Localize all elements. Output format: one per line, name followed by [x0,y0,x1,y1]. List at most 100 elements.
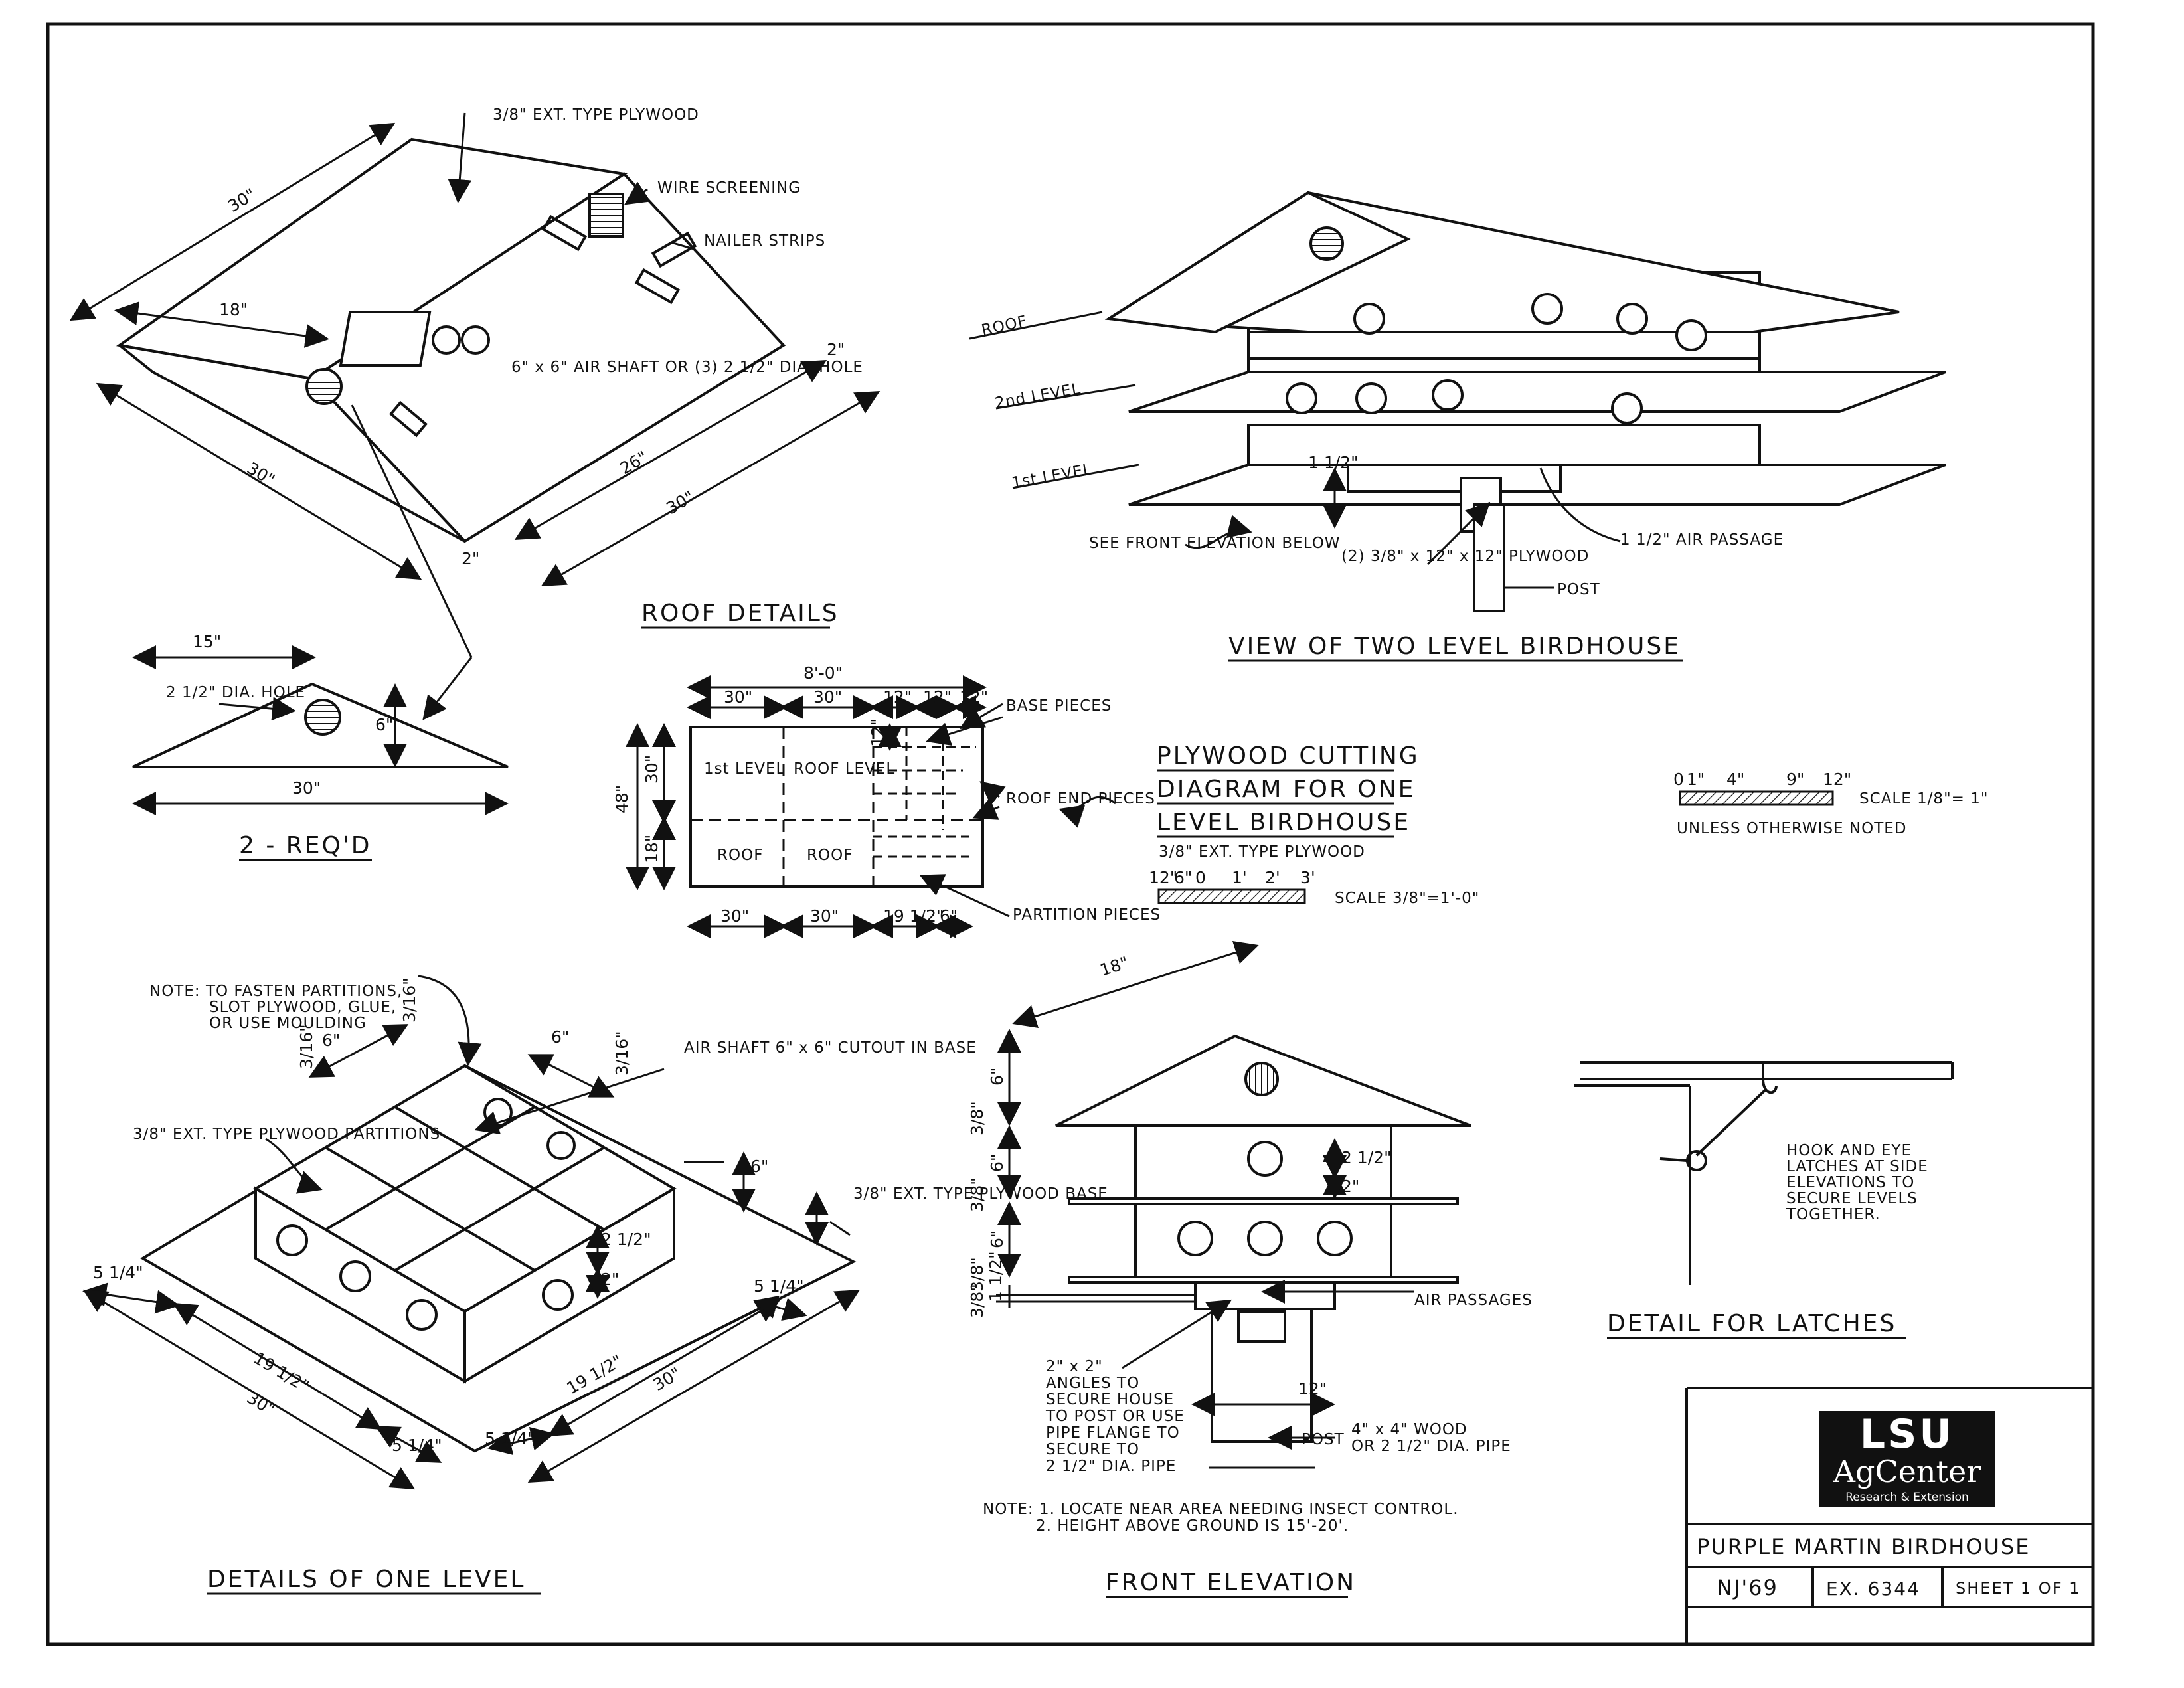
svg-text:2": 2" [1341,1177,1359,1196]
two-level-birdhouse-view [1104,191,1946,612]
angles-note-line: TO POST OR USE [1045,1408,1185,1425]
fasten-note-line: SLOT PLYWOOD, GLUE, [209,999,396,1016]
svg-text:1': 1' [1232,868,1247,887]
latch-note-line: HOOK AND EYE [1786,1142,1912,1159]
post-spec-line: OR 2 1/2" DIA. PIPE [1351,1438,1511,1455]
cutting-title-line: PLYWOOD CUTTING [1157,742,1420,770]
svg-text:SCALE 1/8"= 1": SCALE 1/8"= 1" [1859,790,1988,807]
front-note-line: 2. HEIGHT ABOVE GROUND IS 15'-20'. [1036,1517,1349,1535]
cut-cell-first-level: 1st LEVEL [704,760,785,778]
svg-text:3/8": 3/8" [967,1284,987,1318]
gable-dim-half: 15" [193,632,221,651]
cut-cell-roof-level: ROOF LEVEL [794,760,895,778]
gable-dim-height: 6" [375,715,393,734]
svg-text:3/16": 3/16" [612,1031,631,1076]
svg-text:30": 30" [244,1388,278,1419]
svg-text:2 1/2": 2 1/2" [1341,1148,1392,1167]
svg-text:AgCenter: AgCenter [1833,1454,1981,1489]
label-roof: ROOF [980,313,1029,339]
roof-details-title: ROOF DETAILS [641,600,839,627]
cutting-material: 3/8" EXT. TYPE PLYWOOD [1159,843,1365,861]
air-passage-label: 1 1/2" AIR PASSAGE [1620,531,1784,549]
front-post-label: POST [1302,1431,1345,1448]
label-first-level: 1st LEVEL [1011,461,1094,492]
cutting-title-line: LEVEL BIRDHOUSE [1157,809,1410,836]
svg-text:5 1/4": 5 1/4" [754,1276,804,1296]
svg-text:UNLESS OTHERWISE NOTED: UNLESS OTHERWISE NOTED [1677,820,1907,837]
cutting-title-line: DIAGRAM FOR ONE [1157,776,1415,803]
cut-bottom-dim: 30" [810,906,839,926]
svg-text:3/8": 3/8" [967,1101,987,1136]
partitions-label: 3/8" EXT. TYPE PLYWOOD PARTITIONS [133,1126,440,1143]
latch-note-line: TOGETHER. [1786,1206,1881,1223]
svg-text:3/8": 3/8" [967,1257,987,1292]
angles-note-line: SECURE HOUSE [1046,1391,1174,1408]
hook-and-eye-latch-icon [1659,1062,1778,1171]
cutting-scale-bar: 12" 6" 0 1' 2' 3' SCALE 3/8"=1'-0" [1149,868,1479,907]
sheet-border [46,22,2095,1646]
front-dimension-lines [996,940,1414,1469]
svg-text:5 1/4": 5 1/4" [93,1263,143,1282]
angles-note-line: PIPE FLANGE TO [1046,1424,1180,1442]
partition-pieces-label: PARTITION PIECES [1013,906,1161,924]
cut-cell-roof: ROOF [807,847,853,864]
svg-text:3/8": 3/8" [967,1177,987,1212]
latch-note-line: ELEVATIONS TO [1786,1174,1914,1191]
nailer-strips-label: NAILER STRIPS [704,232,825,250]
wire-screening-label: WIRE SCREENING [657,179,801,197]
front-elevation-title: FRONT ELEVATION [1106,1569,1356,1596]
svg-text:12": 12" [1823,770,1851,789]
svg-text:0: 0 [1195,868,1206,887]
label-second-level: 2nd LEVEL [994,380,1082,412]
cut-top-dim: 12" [960,687,988,707]
svg-text:6": 6" [322,1031,340,1050]
svg-text:6": 6" [987,1230,1007,1248]
roof-dim-overhang-b: 2" [462,549,479,568]
cut-cell-roof: ROOF [717,847,763,864]
svg-text:3/16": 3/16" [297,1024,316,1069]
svg-text:5 1/4": 5 1/4" [485,1429,535,1448]
wire-screen-vent-icon [1244,1062,1279,1096]
cut-top-dim: 12" [923,687,952,707]
cut-side-total: 48" [612,785,631,813]
cut-side-lower: 18" [642,835,661,863]
svg-text:12": 12" [1149,868,1177,887]
svg-text:6": 6" [987,1068,1007,1086]
front-elevation-drawing [1055,1034,1471,1443]
svg-text:18": 18" [1098,953,1131,980]
latch-note-line: LATCHES AT SIDE [1786,1158,1928,1175]
general-scale-bar: 0 1" 4" 9" 12" SCALE 1/8"= 1" UNLESS OTH… [1673,770,1988,837]
svg-text:LSU: LSU [1860,1411,1954,1458]
base-pieces-label: BASE PIECES [1006,697,1112,715]
plywood-pads-label: (2) 3/8" x 12" x 12" PLYWOOD [1341,548,1589,565]
roof-dim-inner: 18" [219,300,248,319]
cut-side-small: 12" [868,718,887,747]
post-label: POST [1557,581,1600,598]
svg-text:6": 6" [987,1154,1007,1172]
see-front-elevation-label: SEE FRONT ELEVATION BELOW [1089,535,1341,552]
one-level-air-shaft-label: AIR SHAFT 6" x 6" CUTOUT IN BASE [684,1039,977,1056]
svg-text:Research & Extension: Research & Extension [1845,1491,1969,1504]
svg-text:SCALE 3/8"=1'-0": SCALE 3/8"=1'-0" [1335,890,1479,907]
roof-dim-26: 26" [617,447,651,478]
cut-top-dim: 30" [724,687,752,707]
entrance-hole-icon [1177,1141,1353,1256]
drawing-number: EX. 6344 [1826,1578,1920,1600]
svg-text:1": 1" [1687,770,1705,789]
roof-dimension-lines [69,112,881,720]
roof-end-pieces-label: ROOF END PIECES [1006,790,1155,807]
svg-text:9": 9" [1786,770,1804,789]
svg-text:0: 0 [1673,770,1684,789]
svg-text:3/16": 3/16" [400,977,419,1023]
svg-text:1 1/2": 1 1/2" [986,1251,1005,1302]
gable-end-piece: 15" 6" 30" 2 1/2" DIA. HOLE 2 - REQ'D [132,632,509,861]
roof-isometric [116,137,786,543]
sheet-number: SHEET 1 OF 1 [1956,1579,2080,1598]
cut-bottom-dim: 30" [720,906,749,926]
angles-note-line: SECURE TO [1046,1441,1139,1458]
angles-note-line: 2 1/2" DIA. PIPE [1046,1458,1176,1475]
latch-title: DETAIL FOR LATCHES [1607,1310,1896,1337]
cut-side-upper: 30" [642,755,661,784]
svg-text:2 1/2": 2 1/2" [601,1230,651,1249]
